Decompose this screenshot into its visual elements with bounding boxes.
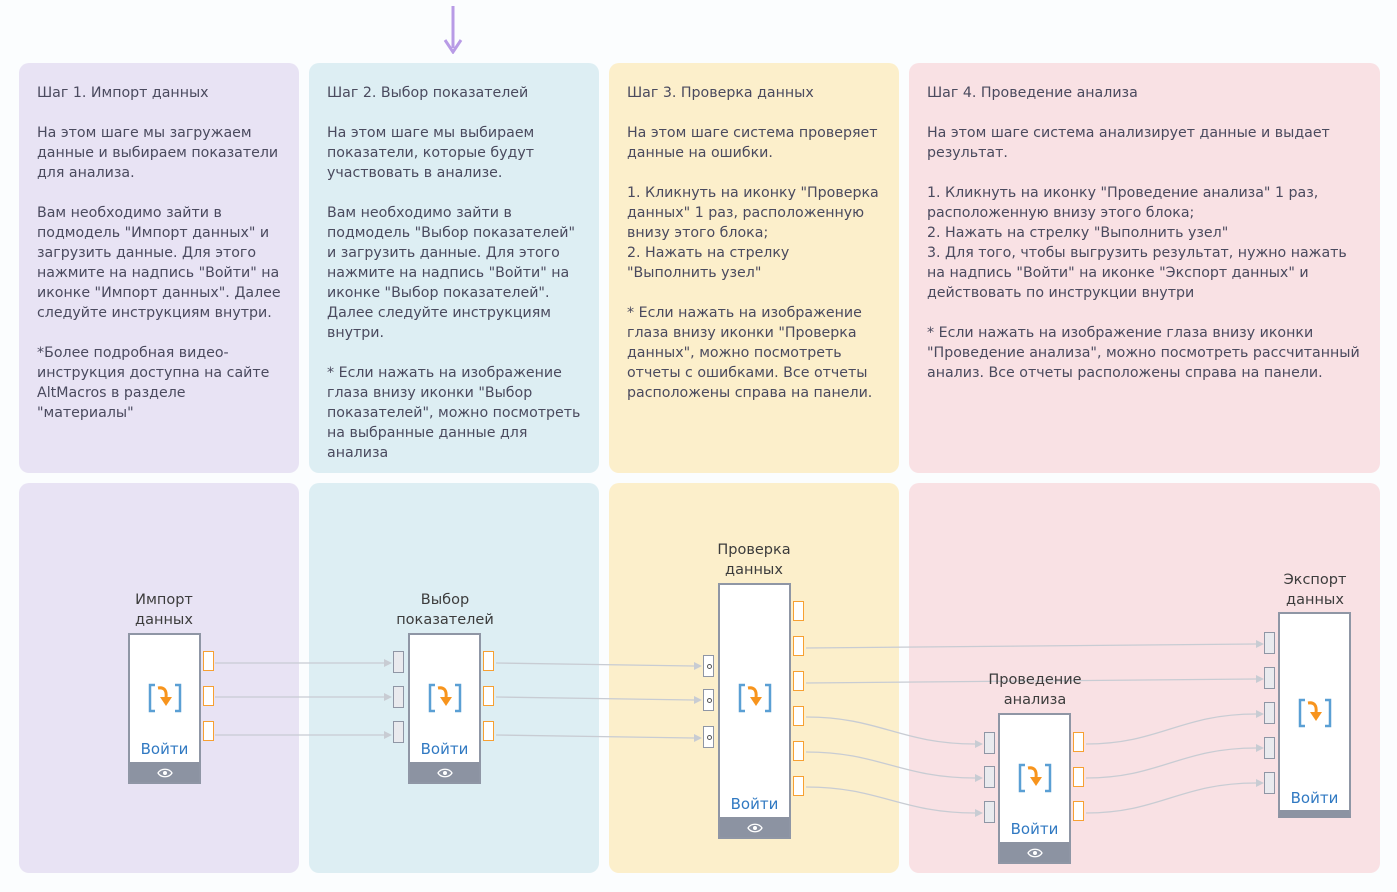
step-3-panel: Шаг 3. Проверка данных На этом шаге сист… bbox=[609, 63, 899, 473]
step-1-text: На этом шаге мы загружаем данные и выбир… bbox=[37, 125, 281, 421]
step-3-title: Шаг 3. Проверка данных bbox=[627, 85, 814, 101]
analysis-enter-link[interactable]: Войти bbox=[1010, 820, 1059, 838]
run-node-icon bbox=[146, 681, 184, 719]
check-output-port-4[interactable] bbox=[793, 706, 804, 726]
import-output-port-1[interactable] bbox=[203, 651, 214, 671]
import-node[interactable]: Войти bbox=[128, 633, 201, 784]
check-input-port-2[interactable] bbox=[703, 689, 714, 711]
export-node[interactable]: Войти bbox=[1278, 612, 1351, 818]
step-4-title: Шаг 4. Проведение анализа bbox=[927, 85, 1138, 101]
select-node-label: Выбор показателей bbox=[396, 592, 494, 628]
step-4-panel: Шаг 4. Проведение анализа На этом шаге с… bbox=[909, 63, 1380, 473]
check-output-port-6[interactable] bbox=[793, 776, 804, 796]
check-node[interactable]: Войти bbox=[718, 583, 791, 839]
select-eye-button[interactable] bbox=[410, 762, 479, 782]
select-enter-link[interactable]: Войти bbox=[420, 740, 469, 758]
import-output-port-2[interactable] bbox=[203, 686, 214, 706]
select-input-port-2[interactable] bbox=[393, 686, 404, 708]
step-2-title: Шаг 2. Выбор показателей bbox=[327, 85, 529, 101]
export-node-label: Экспорт данных bbox=[1283, 572, 1347, 608]
analysis-input-port-3[interactable] bbox=[984, 801, 995, 823]
run-node-icon bbox=[736, 681, 774, 719]
check-enter-link[interactable]: Войти bbox=[730, 795, 779, 813]
step-4-text: На этом шаге система анализирует данные … bbox=[927, 125, 1360, 381]
export-enter-link[interactable]: Войти bbox=[1290, 789, 1339, 807]
check-output-port-5[interactable] bbox=[793, 741, 804, 761]
export-input-port-3[interactable] bbox=[1264, 702, 1275, 724]
export-input-port-5[interactable] bbox=[1264, 772, 1275, 794]
check-eye-button[interactable] bbox=[720, 817, 789, 837]
select-node[interactable]: Войти bbox=[408, 633, 481, 784]
check-node-label: Проверка данных bbox=[717, 542, 791, 578]
step-1-panel: Шаг 1. Импорт данных На этом шаге мы заг… bbox=[19, 63, 299, 473]
analysis-eye-button[interactable] bbox=[1000, 842, 1069, 862]
import-node-label: Импорт данных bbox=[135, 592, 193, 628]
run-node-icon bbox=[1296, 696, 1334, 734]
import-eye-button[interactable] bbox=[130, 762, 199, 782]
import-output-port-3[interactable] bbox=[203, 721, 214, 741]
select-output-port-1[interactable] bbox=[483, 651, 494, 671]
select-output-port-2[interactable] bbox=[483, 686, 494, 706]
analysis-input-port-2[interactable] bbox=[984, 766, 995, 788]
step-3-text: На этом шаге система проверяет данные на… bbox=[627, 125, 879, 401]
analysis-output-port-1[interactable] bbox=[1073, 732, 1084, 752]
eye-icon bbox=[746, 818, 763, 837]
step-2-panel: Шаг 2. Выбор показателей На этом шаге мы… bbox=[309, 63, 599, 473]
check-input-port-3[interactable] bbox=[703, 726, 714, 748]
analysis-input-port-1[interactable] bbox=[984, 732, 995, 754]
eye-icon bbox=[156, 763, 173, 782]
check-input-port-1[interactable] bbox=[703, 655, 714, 677]
run-node-icon bbox=[426, 681, 464, 719]
select-input-port-1[interactable] bbox=[393, 651, 404, 673]
select-output-port-3[interactable] bbox=[483, 721, 494, 741]
check-output-port-2[interactable] bbox=[793, 636, 804, 656]
analysis-output-port-3[interactable] bbox=[1073, 801, 1084, 821]
export-input-port-2[interactable] bbox=[1264, 667, 1275, 689]
eye-icon bbox=[1026, 843, 1043, 862]
select-input-port-3[interactable] bbox=[393, 721, 404, 743]
step-2-text: На этом шаге мы выбираем показатели, кот… bbox=[327, 125, 581, 461]
analysis-node[interactable]: Войти bbox=[998, 713, 1071, 864]
analysis-node-label: Проведение анализа bbox=[988, 672, 1082, 708]
eye-icon bbox=[436, 763, 453, 782]
run-node-icon bbox=[1016, 761, 1054, 799]
analysis-output-port-2[interactable] bbox=[1073, 767, 1084, 787]
step-1-title: Шаг 1. Импорт данных bbox=[37, 85, 209, 101]
down-arrow-icon bbox=[443, 6, 463, 54]
export-input-port-1[interactable] bbox=[1264, 632, 1275, 654]
check-output-port-1[interactable] bbox=[793, 601, 804, 621]
export-input-port-4[interactable] bbox=[1264, 737, 1275, 759]
check-output-port-3[interactable] bbox=[793, 671, 804, 691]
import-enter-link[interactable]: Войти bbox=[140, 740, 189, 758]
